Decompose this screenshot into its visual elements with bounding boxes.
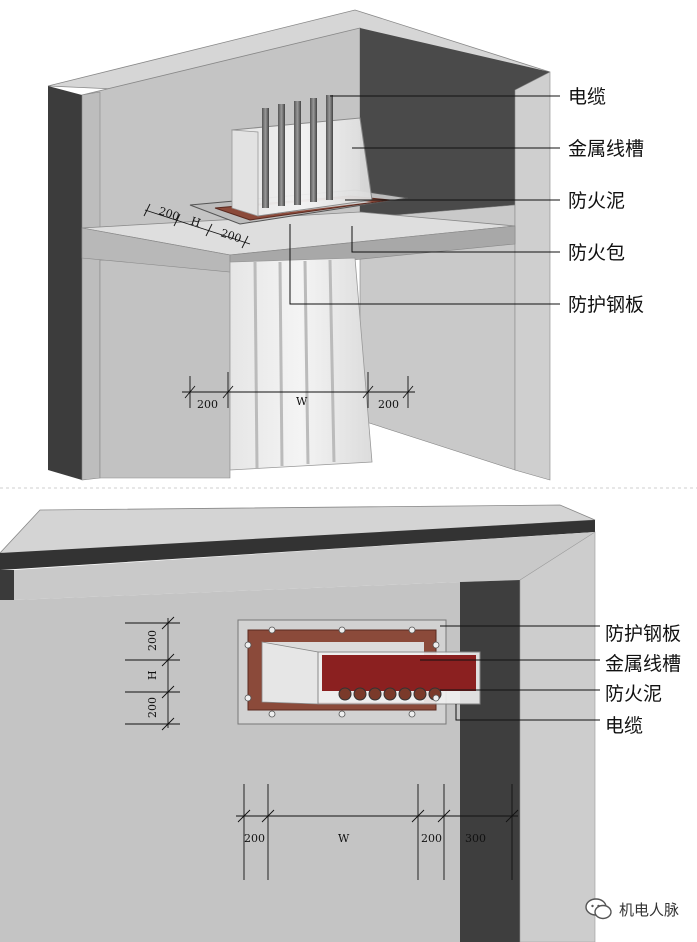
cable-3 bbox=[294, 101, 301, 205]
cable-1 bbox=[262, 108, 269, 208]
plan-dim-a: 200 bbox=[157, 204, 181, 223]
top-dim-width: W bbox=[296, 395, 308, 408]
upper-tray-side bbox=[231, 129, 259, 217]
top-dim-right: 200 bbox=[378, 398, 399, 411]
label-fire-clay: 防火泥 bbox=[568, 190, 625, 212]
wall-face-upper bbox=[14, 532, 595, 600]
label-steel-plate: 防护钢板 bbox=[568, 294, 644, 316]
label-fire-bag: 防火包 bbox=[568, 242, 625, 264]
plate-bolts bbox=[244, 626, 440, 718]
bottom-dim-right: 200 bbox=[421, 832, 442, 845]
leader-fire-bag bbox=[351, 226, 560, 253]
leader-b-cable bbox=[455, 704, 600, 721]
cable-5 bbox=[326, 95, 333, 200]
bottom-dim-left: 200 bbox=[244, 832, 265, 845]
label-cable: 电缆 bbox=[568, 86, 606, 108]
bottom-horizontal-dimension: 200 W 200 300 bbox=[236, 784, 519, 880]
wall-top-dark bbox=[0, 520, 595, 570]
plan-dim-b: 200 bbox=[219, 226, 243, 245]
wall-left-dark bbox=[0, 570, 14, 600]
bottom-dim-bottom: 200 bbox=[146, 697, 159, 718]
lower-cable-4 bbox=[328, 259, 336, 463]
watermark-text: 机电人脉 bbox=[618, 900, 679, 919]
bottom-dim-edge: 300 bbox=[465, 832, 486, 845]
cable-2 bbox=[278, 104, 285, 206]
wall-tray-side bbox=[261, 641, 319, 705]
right-column-dark bbox=[460, 580, 520, 942]
lower-tray bbox=[229, 257, 373, 471]
cable-4 bbox=[310, 98, 317, 202]
top-horizontal-dimension: 200 W 200 bbox=[182, 372, 415, 411]
right-wall-edge bbox=[514, 71, 551, 481]
bottom-vertical-dimension: 200 H 200 bbox=[125, 616, 180, 731]
right-column-face bbox=[519, 531, 596, 942]
label-b-cable: 电缆 bbox=[605, 715, 643, 737]
bottom-dim-top: 200 bbox=[146, 630, 159, 651]
label-b-fire-clay: 防火泥 bbox=[605, 683, 662, 705]
leader-steel-plate bbox=[289, 224, 560, 305]
label-b-metal-tray: 金属线槽 bbox=[605, 653, 681, 675]
top-dim-left: 200 bbox=[197, 398, 218, 411]
bottom-dim-width: W bbox=[338, 832, 350, 845]
plan-dimension: 200 H 200 bbox=[143, 203, 251, 249]
watermark: 机电人脉 bbox=[585, 898, 679, 920]
wall-cables bbox=[338, 687, 442, 701]
lower-cable-1 bbox=[253, 261, 259, 469]
lower-cable-2 bbox=[278, 261, 284, 467]
label-metal-tray: 金属线槽 bbox=[568, 138, 644, 160]
left-column-face bbox=[81, 91, 101, 481]
plan-dim-h: H bbox=[189, 214, 202, 229]
wechat-icon bbox=[585, 898, 612, 920]
wall-fire-clay-inner bbox=[322, 655, 476, 691]
top-figure: 200 H 200 200 W 200 电缆 金属线槽 防火泥 防火包 bbox=[47, 9, 644, 481]
bottom-figure: 200 H 200 200 W 200 300 防护钢板 金属 bbox=[0, 504, 681, 942]
bottom-dim-height: H bbox=[146, 670, 159, 680]
lower-wall-left bbox=[99, 259, 231, 479]
left-column-dark bbox=[48, 86, 82, 480]
lower-cable-3 bbox=[303, 260, 310, 465]
label-b-steel-plate: 防护钢板 bbox=[605, 623, 681, 645]
